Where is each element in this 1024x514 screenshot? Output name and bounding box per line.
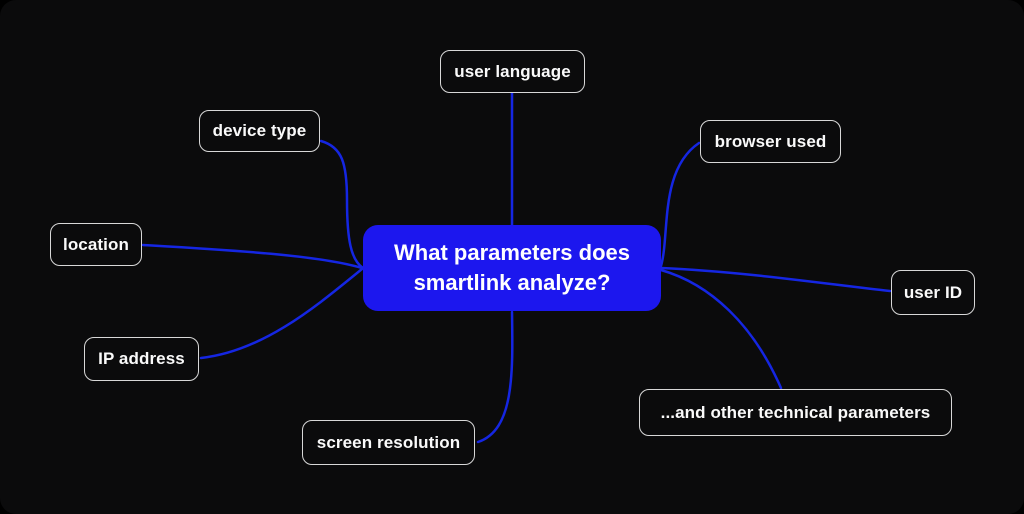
branch-label: device type — [212, 121, 307, 140]
center-node-label-line2: smartlink analyze? — [413, 270, 611, 295]
branch-label: location — [63, 234, 129, 254]
connector-location — [141, 243, 364, 270]
branch-node-ip-address: IP address — [84, 337, 199, 381]
connector-screen-resolution — [476, 310, 514, 444]
branch-label: user language — [454, 61, 571, 81]
branch-label: ...and other technical parameters — [660, 402, 931, 422]
center-node-label-line1: What parameters does — [394, 239, 630, 265]
branch-node-screen-resolution: screen resolution — [302, 420, 475, 465]
branch-node-location: location — [50, 223, 142, 266]
branch-label: IP address — [98, 349, 185, 368]
center-node: What parameters does smartlink analyze? — [363, 225, 661, 311]
branch-node-user-language: user language — [440, 50, 585, 93]
branch-label: screen resolution — [316, 432, 461, 452]
branch-label: browser used — [714, 131, 827, 151]
branch-node-browser-used: browser used — [700, 120, 841, 163]
connector-ip-address — [199, 267, 364, 360]
connector-device-type — [319, 139, 365, 270]
branch-node-and-other: ...and other technical parameters — [639, 389, 952, 436]
branch-node-device-type: device type — [199, 110, 320, 152]
branch-node-user-id: user ID — [891, 270, 975, 315]
connector-and-other — [659, 268, 783, 390]
connector-browser-used — [659, 141, 701, 268]
branch-label: user ID — [903, 282, 963, 302]
connector-user-id — [659, 266, 892, 293]
